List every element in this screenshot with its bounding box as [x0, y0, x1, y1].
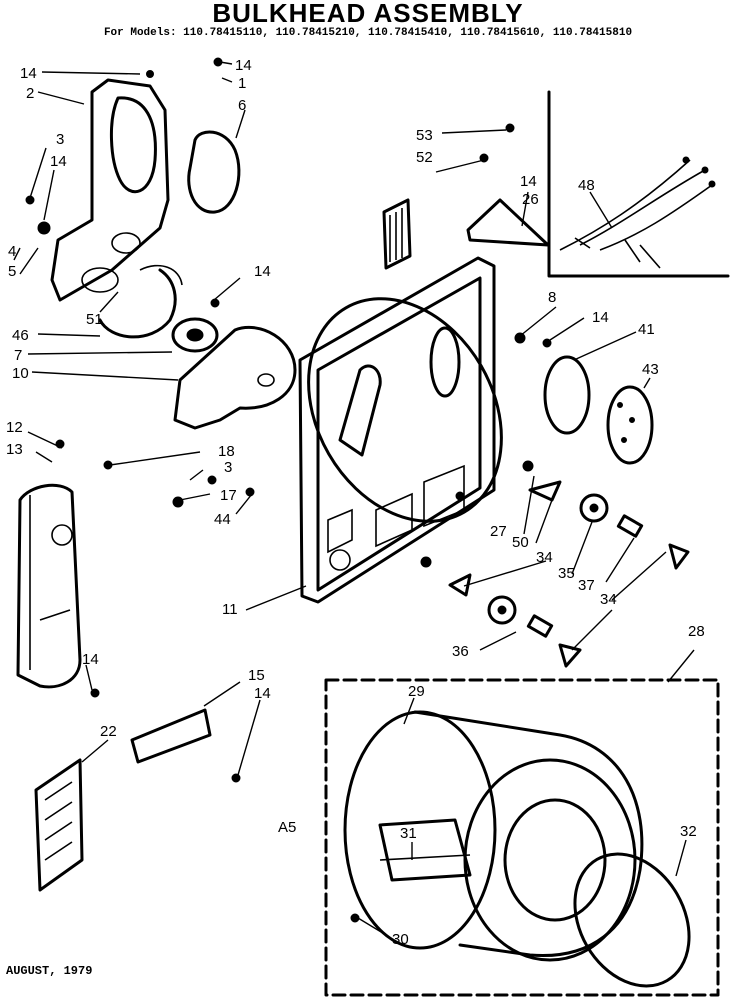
- callout-14: 14: [520, 173, 537, 190]
- callout-17: 17: [220, 487, 237, 504]
- callout-15: 15: [248, 667, 265, 684]
- blower-housing: [173, 325, 297, 430]
- callout-51: 51: [86, 311, 103, 328]
- console-knob: [606, 385, 654, 465]
- diagram-title: BULKHEAD ASSEMBLY: [212, 0, 524, 28]
- callout-22: 22: [100, 723, 117, 740]
- bulkhead-panel: [298, 256, 503, 604]
- callout-14: 14: [235, 57, 252, 74]
- drum-assembly-box: [324, 678, 720, 997]
- callout-27: 27: [490, 523, 507, 540]
- leader-lines: [13, 61, 695, 936]
- callout-35: 35: [558, 565, 575, 582]
- timer-dial: [543, 355, 591, 435]
- callout-4: 4: [8, 243, 16, 260]
- callout-3: 3: [56, 131, 64, 148]
- harness-corner-frame: [547, 90, 730, 278]
- model-numbers: For Models: 110.78415110, 110.78415210, …: [103, 27, 633, 39]
- callout-28: 28: [688, 623, 705, 640]
- callout-6: 6: [238, 97, 246, 114]
- blower-wheel: [171, 317, 219, 353]
- publication-date: AUGUST, 1979: [6, 964, 93, 978]
- callout-3: 3: [224, 459, 232, 476]
- callout-34: 34: [536, 549, 553, 566]
- callout-12: 12: [6, 419, 23, 436]
- door-panel: [16, 483, 82, 689]
- callout-14: 14: [20, 65, 37, 82]
- callout-11: 11: [222, 601, 238, 618]
- callout-31: 31: [400, 825, 417, 842]
- blower-seal: [139, 264, 183, 286]
- heater-element: [34, 758, 84, 892]
- callout-34: 34: [600, 591, 617, 608]
- callout-14: 14: [254, 685, 271, 702]
- callout-53: 53: [416, 127, 433, 144]
- callout-14: 14: [82, 651, 99, 668]
- callout-10: 10: [12, 365, 29, 382]
- callout-13: 13: [6, 441, 23, 458]
- callout-labels: 14 14 1 2 6 3 14 4 5 51 14 46 7 10 12 13…: [6, 57, 705, 948]
- callout-2: 2: [26, 85, 34, 102]
- callout-5: 5: [8, 263, 16, 280]
- drum: [343, 710, 644, 962]
- callout-7: 7: [14, 347, 22, 364]
- callout-30: 30: [392, 931, 409, 948]
- duct-clamp: [98, 268, 177, 339]
- roller-assemblies: [420, 460, 690, 668]
- switch-bracket: [466, 198, 550, 247]
- callout-48: 48: [578, 177, 595, 194]
- callout-29: 29: [408, 683, 425, 700]
- rear-duct-panel: [50, 78, 170, 302]
- callout-44: 44: [214, 511, 231, 528]
- callout-36: 36: [452, 643, 469, 660]
- callout-26: 26: [522, 191, 539, 208]
- grille-screen: [382, 198, 412, 270]
- callout-46: 46: [12, 327, 29, 344]
- callout-50: 50: [512, 534, 529, 551]
- callout-14: 14: [254, 263, 271, 280]
- callout-8: 8: [548, 289, 556, 306]
- callout-37: 37: [578, 577, 595, 594]
- callout-14: 14: [50, 153, 67, 170]
- drum-seal-ring: [573, 852, 691, 988]
- callout-43: 43: [642, 361, 659, 378]
- callout-18: 18: [218, 443, 235, 460]
- callout-1: 1: [238, 75, 246, 92]
- callout-32: 32: [680, 823, 697, 840]
- callout-41: 41: [638, 321, 655, 338]
- seal-ring: [187, 130, 241, 214]
- callout-A5: A5: [278, 819, 296, 836]
- mounting-bracket: [130, 708, 212, 764]
- hardware-screws: [25, 57, 552, 923]
- callout-14: 14: [592, 309, 609, 326]
- callout-52: 52: [416, 149, 433, 166]
